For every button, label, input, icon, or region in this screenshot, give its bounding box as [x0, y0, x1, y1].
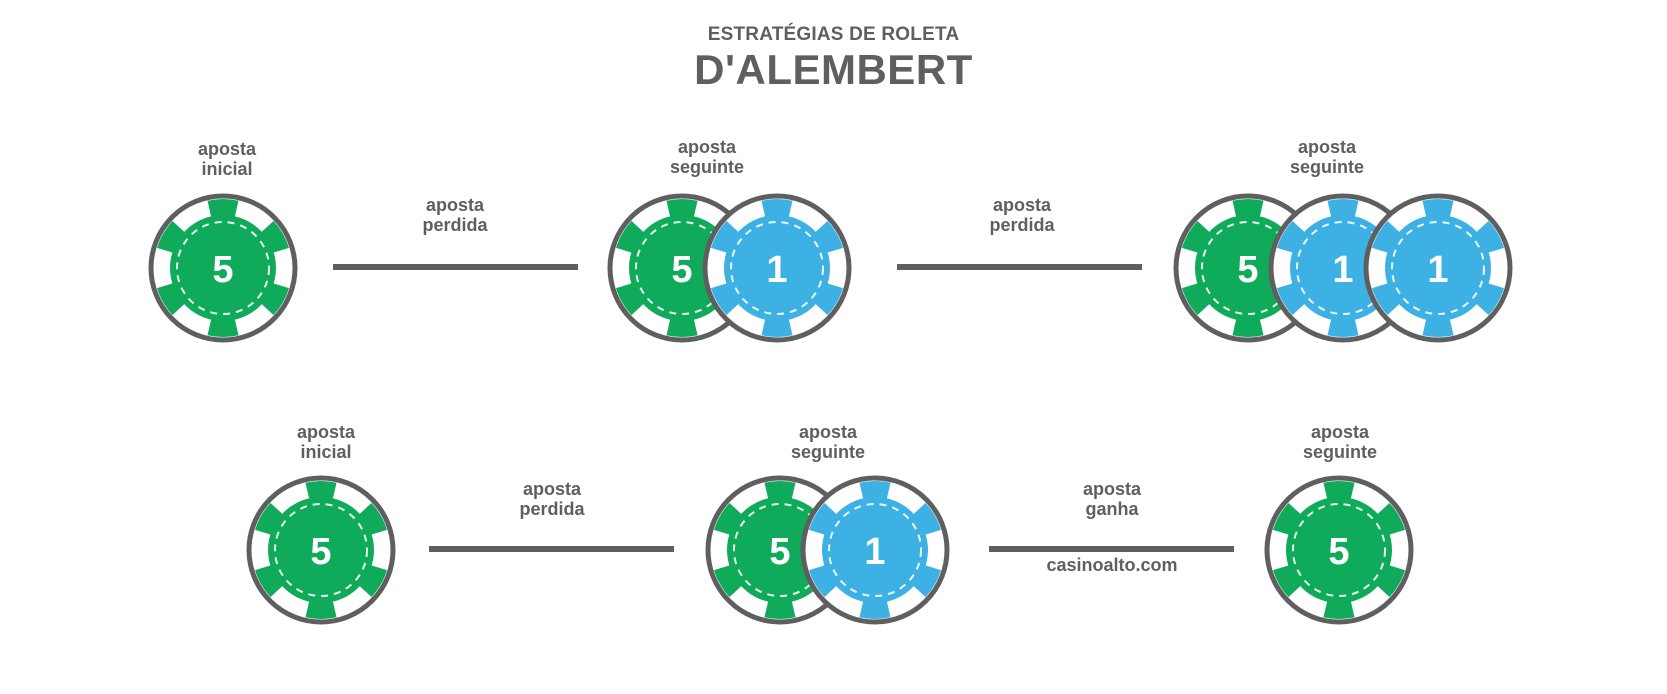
- watermark-text: casinoalto.com: [1046, 555, 1178, 575]
- chip-value: 1: [1332, 249, 1353, 291]
- chip-stack: 5 1 1: [1173, 193, 1513, 343]
- chip-value: 1: [1427, 249, 1448, 291]
- row2-connector1-line: [429, 546, 674, 552]
- chip-value: 1: [864, 531, 885, 573]
- chip-stack: 5: [246, 475, 396, 625]
- chip-value: 5: [1237, 249, 1258, 291]
- chip-value: 5: [769, 531, 790, 573]
- diagram-title: D'ALEMBERT: [694, 46, 973, 93]
- row1-connector2-line: [897, 264, 1142, 270]
- green-chip: 5: [148, 193, 298, 343]
- chip-stack: 5: [1264, 475, 1414, 625]
- green-chip: 5: [246, 475, 396, 625]
- green-chip: 5: [1264, 475, 1414, 625]
- row1-connector1-line: [333, 264, 578, 270]
- blue-chip: 1: [800, 475, 950, 625]
- chip-value: 5: [212, 249, 233, 291]
- chip-value: 5: [1328, 531, 1349, 573]
- diagram-subtitle: ESTRATÉGIAS DE ROLETA: [707, 24, 960, 45]
- chip-value: 1: [766, 249, 787, 291]
- chip-stack: 5: [148, 193, 298, 343]
- blue-chip: 1: [702, 193, 852, 343]
- row2-connector2-line: [989, 546, 1234, 552]
- blue-chip: 1: [1363, 193, 1513, 343]
- chip-value: 5: [671, 249, 692, 291]
- chip-value: 5: [310, 531, 331, 573]
